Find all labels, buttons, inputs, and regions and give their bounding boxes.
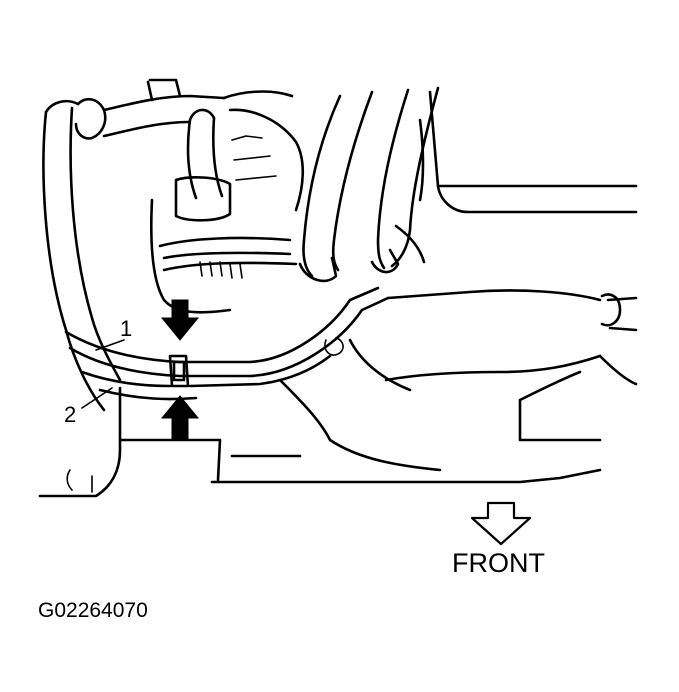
hose-2	[80, 354, 332, 401]
callout-1-leader	[95, 339, 125, 351]
hose-1	[64, 286, 602, 378]
front-arrow-icon	[470, 501, 532, 546]
right-body	[394, 90, 638, 332]
callout-2-leader	[81, 387, 113, 409]
hose-clamp	[168, 354, 190, 388]
figure-code: G02264070	[38, 599, 148, 622]
lower-structure	[38, 337, 638, 498]
front-label: FRONT	[452, 548, 545, 578]
vertical-hoses	[298, 86, 440, 283]
callout-2-label: 2	[64, 402, 76, 427]
arrow-down-icon	[160, 299, 200, 341]
upper-hose	[102, 78, 294, 138]
left-hose	[42, 97, 122, 412]
engine-component	[150, 108, 305, 314]
arrow-up-icon	[160, 395, 200, 441]
callout-1-label: 1	[120, 316, 132, 341]
